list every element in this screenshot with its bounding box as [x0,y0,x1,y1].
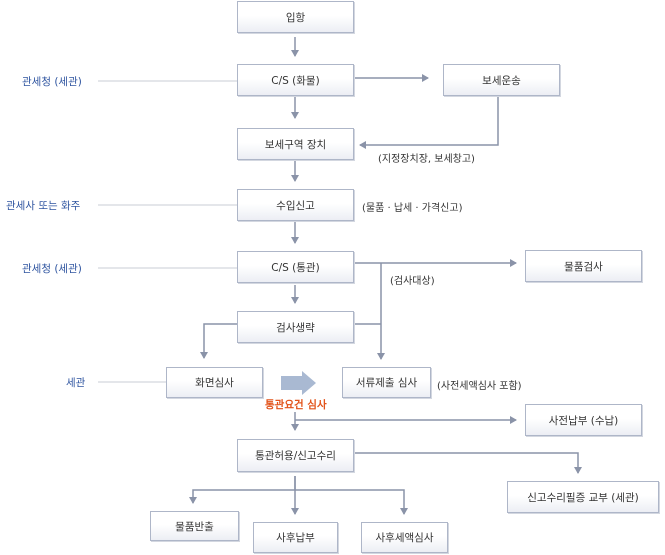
block-arrow-icon [281,371,316,395]
arrow-inspection-omitted-to-screen-review [200,323,237,359]
note-inspection-target: (검사대상) [390,276,435,287]
node-clearance-acceptance: 통관허용/신고수리 [237,439,354,472]
node-post-payment: 사후납부 [253,522,338,553]
note-declaration-detail: (물품 · 납세 · 가격신고) [362,203,463,214]
arrow-bonded-transport-to-storage [359,96,499,149]
node-document-review: 서류제출 심사 [342,367,431,398]
role-broker-or-owner: 관세사 또는 화주 [6,200,81,212]
node-arrival: 입항 [237,1,354,33]
arrow-acceptance-to-post-audit [295,489,408,515]
node-goods-release: 물품반출 [150,511,239,541]
node-screen-review: 화면심사 [166,367,263,398]
role-customs-office-cargo: 관세청 (세관) [22,76,82,88]
note-prior-tax-review: (사전세액심사 포함) [437,381,522,392]
node-bonded-transport: 보세운송 [443,64,560,96]
node-certificate-issue: 신고수리필증 교부 (세관) [507,481,659,513]
node-prepayment: 사전납부 (수납) [525,404,642,436]
arrow-acceptance-to-goods-release [189,476,296,504]
role-customs: 세관 [66,377,86,389]
node-inspection-omitted: 검사생략 [237,311,354,343]
node-import-declaration: 수입신고 [237,189,354,221]
node-cs-cargo: C/S (화물) [237,64,354,96]
role-customs-office-clearance: 관세청 (세관) [22,263,82,275]
arrow-acceptance-to-certificate [355,452,582,474]
node-post-audit: 사후세액심사 [361,522,448,553]
label-clearance-requirements-review: 통관요건 심사 [265,399,327,411]
node-goods-inspection: 물품검사 [525,250,642,282]
node-bonded-storage: 보세구역 장치 [237,128,354,160]
note-designated-storage: (지정장치장, 보세창고) [378,154,475,165]
node-cs-customs: C/S (통관) [237,251,354,283]
